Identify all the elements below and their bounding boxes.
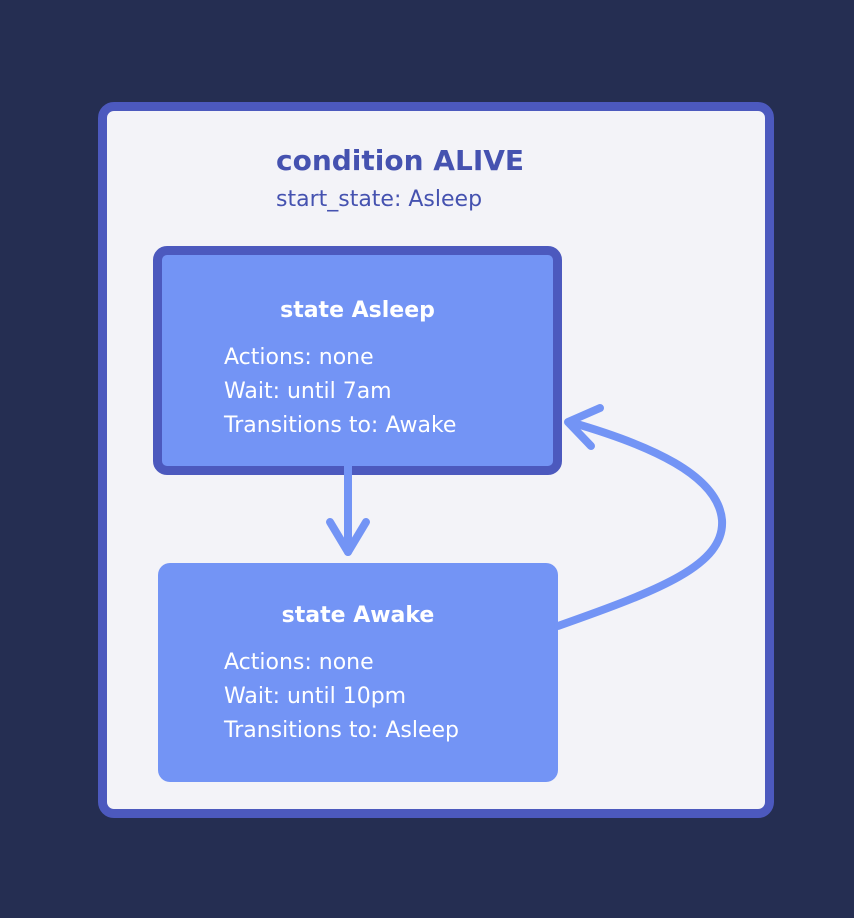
- state-asleep-wait: Wait: until 7am: [224, 379, 392, 404]
- state-awake-wait: Wait: until 10pm: [224, 684, 407, 709]
- state-awake-node[interactable]: state Awake Actions: none Wait: until 10…: [158, 563, 558, 782]
- state-awake-transition: Transitions to: Asleep: [224, 718, 459, 743]
- state-asleep-actions: Actions: none: [224, 345, 374, 370]
- condition-start-state: start_state: Asleep: [276, 187, 483, 212]
- state-awake-title: state Awake: [281, 603, 435, 628]
- state-asleep-transition: Transitions to: Awake: [224, 413, 457, 438]
- state-asleep-title: state Asleep: [280, 298, 435, 323]
- condition-title: condition ALIVE: [276, 144, 525, 177]
- state-asleep-node[interactable]: state Asleep Actions: none Wait: until 7…: [153, 246, 562, 475]
- state-awake-actions: Actions: none: [224, 650, 374, 675]
- state-asleep-details: Actions: none Wait: until 7am Transition…: [224, 341, 456, 443]
- state-awake-details: Actions: none Wait: until 10pm Transitio…: [224, 646, 459, 748]
